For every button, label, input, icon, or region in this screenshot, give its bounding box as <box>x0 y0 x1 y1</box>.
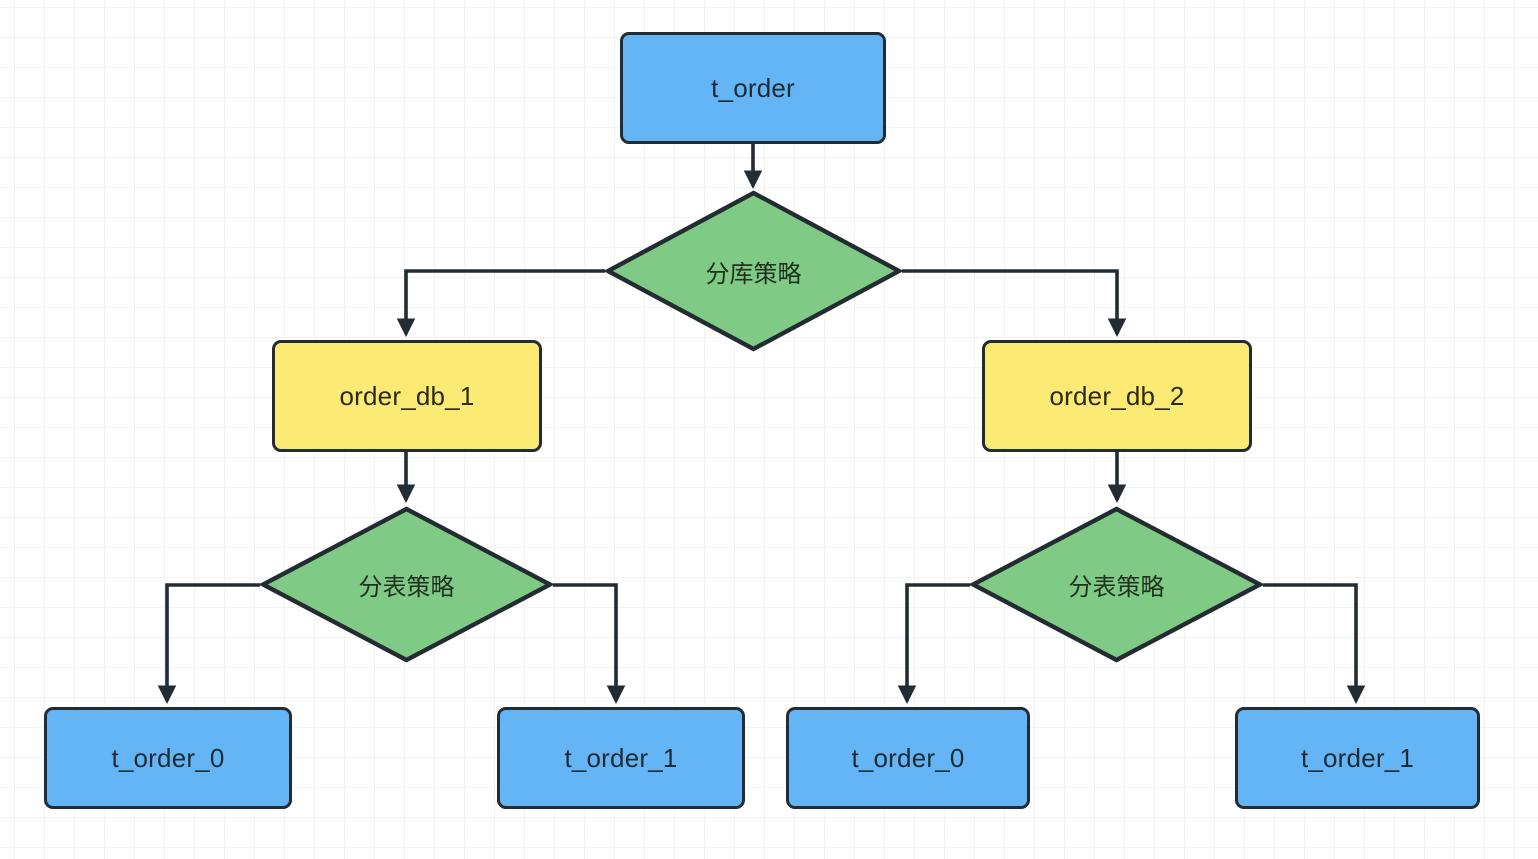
node-db-2[interactable]: order_db_2 <box>982 340 1252 452</box>
node-leaf-3[interactable]: t_order_0 <box>786 707 1030 809</box>
node-leaf-3-label: t_order_0 <box>851 742 965 773</box>
node-table-strategy-left-label: 分表策略 <box>358 574 455 601</box>
diamond-shape <box>970 506 1263 663</box>
edge-table-strategy-right-to-leaf4 <box>1263 583 1366 704</box>
diamond-shape <box>260 506 553 663</box>
edge-table-strategy-left-to-leaf1 <box>157 583 260 704</box>
node-leaf-4-label: t_order_1 <box>1300 742 1415 773</box>
node-db-strategy[interactable]: 分库策略 <box>605 190 902 352</box>
edge-table-strategy-right-to-leaf3 <box>897 583 970 704</box>
edge-db-strategy-to-db2 <box>902 269 1127 337</box>
node-leaf-2[interactable]: t_order_1 <box>497 707 745 809</box>
diamond-shape <box>605 190 902 352</box>
node-leaf-1-label: t_order_0 <box>111 742 225 773</box>
node-leaf-4[interactable]: t_order_1 <box>1235 707 1480 809</box>
node-db-2-label: order_db_2 <box>1049 380 1185 411</box>
node-table-strategy-right-label: 分表策略 <box>1068 574 1165 601</box>
node-leaf-1[interactable]: t_order_0 <box>44 707 292 809</box>
node-db-1[interactable]: order_db_1 <box>272 340 542 452</box>
node-db-1-label: order_db_1 <box>339 380 475 411</box>
edge-table-strategy-left-to-leaf2 <box>553 583 626 704</box>
node-leaf-2-label: t_order_1 <box>564 742 678 773</box>
node-root-table-label: t_order <box>711 72 795 103</box>
node-db-strategy-label: 分库策略 <box>705 260 802 288</box>
node-table-strategy-left[interactable]: 分表策略 <box>260 506 553 663</box>
node-root-table[interactable]: t_order <box>620 32 886 144</box>
node-table-strategy-right[interactable]: 分表策略 <box>970 506 1263 663</box>
edge-db-strategy-to-db1 <box>396 269 605 337</box>
